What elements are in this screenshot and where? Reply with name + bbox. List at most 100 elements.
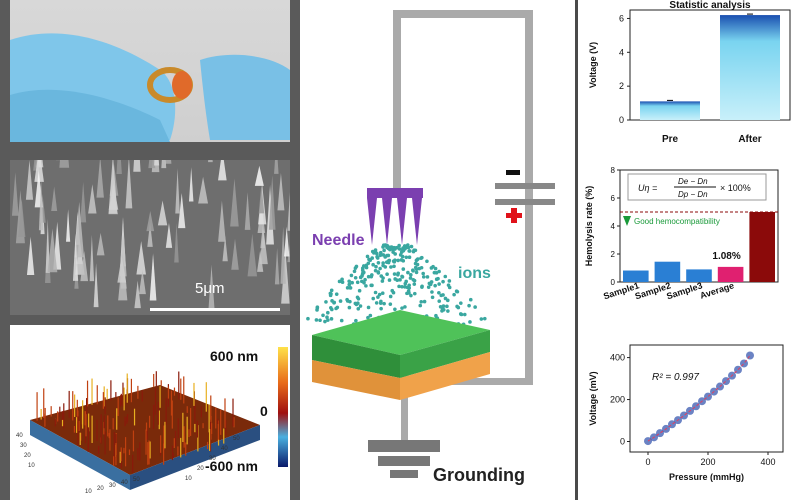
photo-illustration	[10, 33, 290, 142]
ion-dot	[360, 274, 364, 278]
ion-dot	[407, 291, 411, 295]
ion-dot	[329, 288, 334, 293]
down-arrow-icon	[623, 216, 631, 226]
sem-nanopillar	[258, 183, 265, 214]
ion-dot	[375, 256, 380, 260]
afm-tick-bottom: 40	[121, 480, 128, 486]
sensor-photo	[10, 0, 290, 142]
afm-tick-left: 10	[28, 463, 35, 469]
ion-dot	[446, 283, 451, 287]
ion-dot	[376, 271, 381, 275]
ion-dot	[370, 256, 374, 260]
chart1-ytick-label: 6	[619, 13, 624, 23]
sem-image: 5μm	[10, 160, 290, 315]
afm-tick-bottom: 10	[85, 489, 92, 495]
chart2-category-label: Average	[699, 280, 736, 300]
ion-dot	[324, 300, 328, 304]
sem-nanopillar	[198, 176, 209, 204]
ion-dot	[398, 253, 403, 257]
chart3-fit-line	[647, 355, 751, 442]
frame-top-bar	[393, 10, 533, 18]
ions-label: ions	[458, 265, 491, 282]
ion-dot	[441, 279, 445, 284]
chart2-bar	[749, 212, 775, 282]
ion-dot	[329, 292, 333, 296]
capacitor-plate-bottom	[495, 199, 555, 205]
ion-dot	[314, 318, 319, 322]
sensor-electrode-icon	[172, 71, 192, 99]
ion-dot	[412, 291, 417, 296]
ion-dot	[392, 272, 397, 276]
sem-nanopillar	[93, 263, 99, 308]
chart3-point	[740, 359, 748, 368]
sem-nanopillar	[138, 269, 146, 295]
afm-tick-left: 30	[20, 443, 27, 449]
ion-dot	[358, 304, 363, 308]
chart1-category-label: After	[738, 134, 761, 145]
chart2-bar	[686, 269, 712, 282]
sem-nanopillar	[96, 160, 104, 198]
chart2-ylabel: Hemolysis rate (%)	[584, 186, 594, 267]
ion-dot	[374, 301, 379, 305]
ion-dot	[337, 279, 342, 284]
ion-dot	[431, 264, 435, 269]
afm-surface-side-right	[130, 425, 260, 490]
frame-left-bar	[393, 10, 401, 190]
chart2-bar	[623, 270, 649, 282]
ground-post	[401, 370, 408, 450]
ion-dot	[467, 303, 471, 308]
sem-nanopillar	[116, 160, 122, 175]
sem-nanopillar	[26, 236, 35, 275]
sem-nanopillar	[165, 160, 172, 164]
ion-dot	[421, 275, 426, 279]
sem-nanopillar	[287, 244, 290, 263]
sem-nanopillar	[218, 200, 226, 242]
ion-dot	[386, 253, 391, 258]
sem-nanopillar	[277, 172, 285, 211]
ion-dot	[389, 265, 393, 269]
ion-dot	[363, 277, 367, 282]
sem-nanopillar	[148, 160, 156, 169]
ion-dot	[378, 253, 383, 258]
ion-dot	[373, 268, 378, 273]
electrode-right-face	[400, 352, 490, 400]
sem-nanopillar	[231, 238, 239, 270]
sem-nanopillar	[174, 222, 179, 263]
sem-nanopillar	[283, 226, 290, 257]
sem-nanopillar	[89, 234, 95, 282]
ion-dot	[406, 270, 410, 275]
sem-nanopillar	[88, 184, 97, 214]
ion-dot	[367, 257, 371, 262]
sem-nanopillar	[117, 255, 127, 283]
chart2-formula-rhs: × 100%	[720, 183, 751, 193]
sem-nanopillar	[147, 222, 153, 247]
ion-dot	[407, 286, 411, 290]
ion-dot	[368, 313, 373, 318]
ion-dot	[399, 258, 404, 262]
ion-dot	[473, 305, 477, 309]
chart1-bar	[720, 15, 780, 121]
ion-dot	[400, 306, 404, 310]
ion-dot	[378, 250, 383, 255]
ion-dot	[459, 301, 463, 305]
ion-dot	[345, 286, 350, 290]
afm-tick-bottom: 30	[109, 483, 116, 489]
ion-dot	[373, 290, 378, 295]
needle-tip	[412, 198, 422, 245]
chart1-bar	[640, 101, 700, 120]
ion-dot	[452, 292, 456, 297]
capacitor-plate-top	[495, 183, 555, 189]
needle-tip	[397, 198, 407, 245]
chart1-ytick-label: 0	[619, 115, 624, 125]
sem-nanopillar	[25, 160, 34, 200]
ion-dot	[409, 293, 413, 298]
afm-tick-right: 30	[209, 456, 216, 462]
chart2-ytick-label: 4	[611, 222, 616, 231]
ion-dot	[347, 279, 351, 284]
ion-dot	[350, 280, 354, 285]
ion-dot	[403, 305, 407, 309]
ion-dot	[398, 278, 402, 282]
sem-nanopillar	[274, 160, 279, 174]
ion-dot	[340, 277, 344, 282]
